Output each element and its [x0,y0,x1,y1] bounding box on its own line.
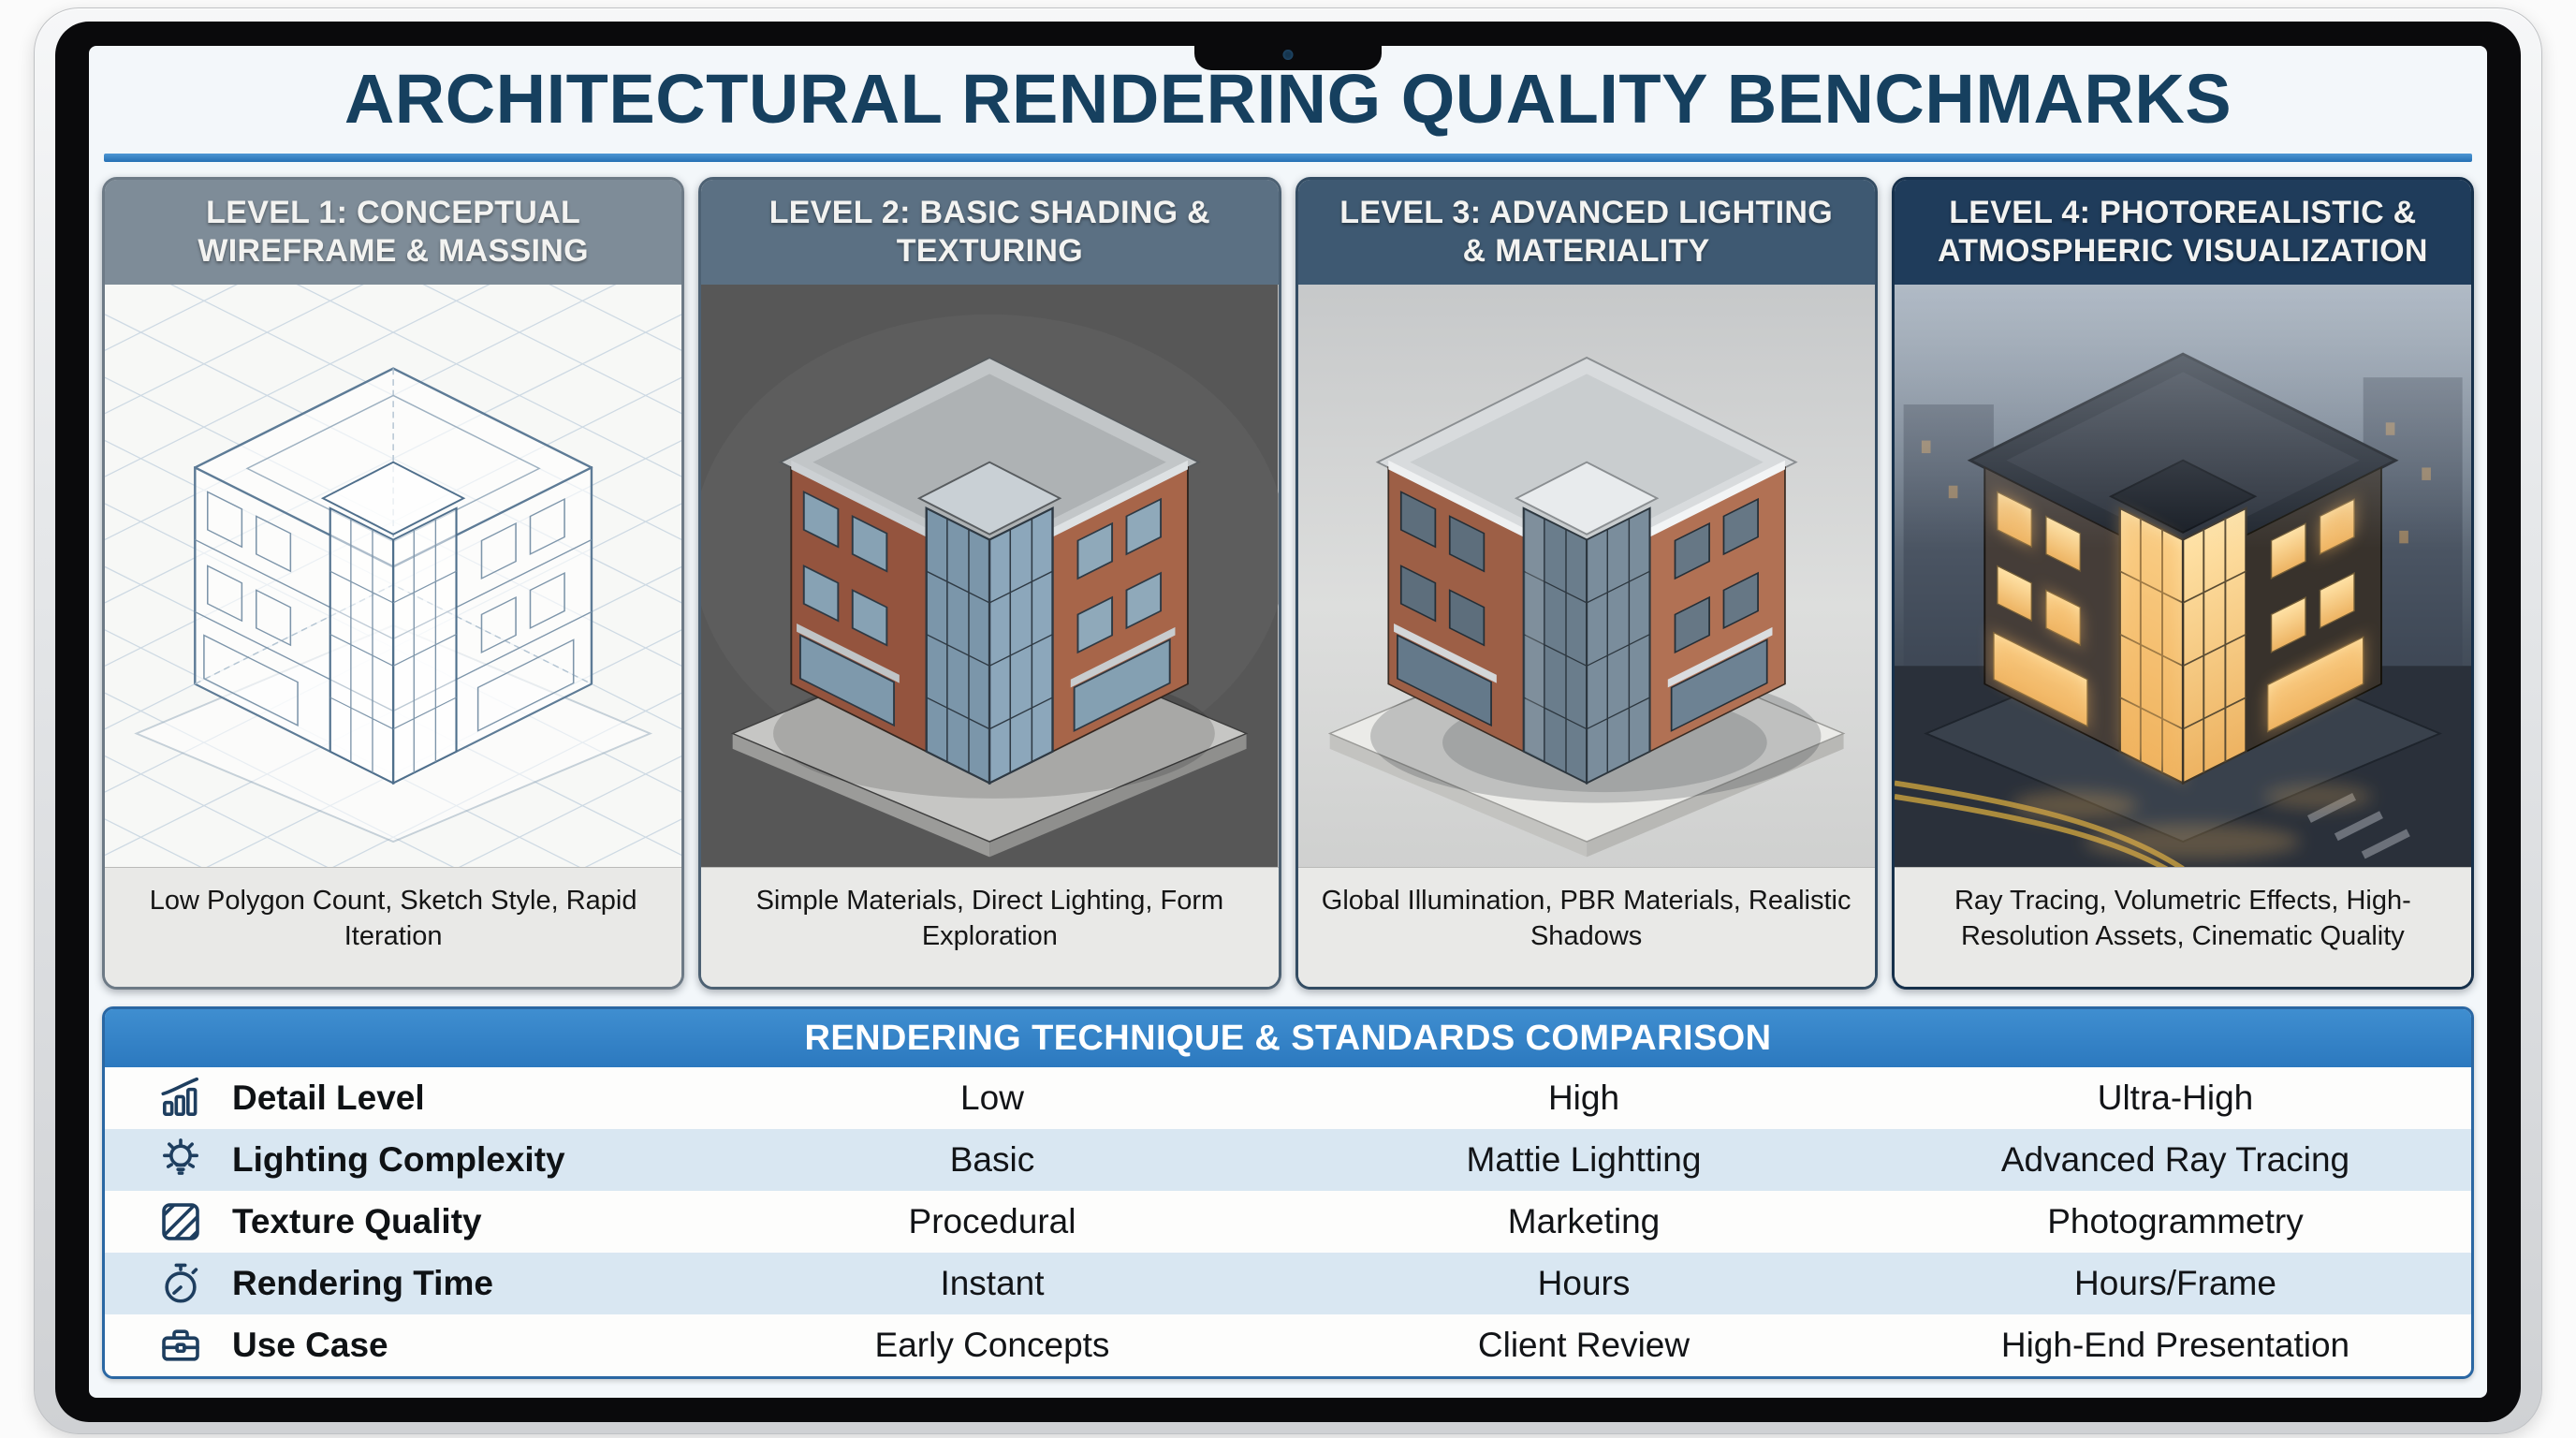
panel-level-1: LEVEL 1: CONCEPTUAL WIREFRAME & MASSING [102,177,685,990]
row-label-cell: Use Case [105,1322,696,1369]
panel-level-2-caption: Simple Materials, Direct Lighting, Form … [701,867,1279,987]
camera-notch [1194,46,1382,70]
texture-swatch-icon [157,1198,204,1245]
row-value-level-3: Client Review [1477,1326,1690,1364]
panel-level-2-header: LEVEL 2: BASIC SHADING & TEXTURING [701,180,1279,285]
comparison-table: RENDERING TECHNIQUE & STANDARDS COMPARIS… [102,1006,2474,1379]
camera-icon [1282,50,1294,60]
panel-level-2: LEVEL 2: BASIC SHADING & TEXTURING [698,177,1281,990]
panel-level-3: LEVEL 3: ADVANCED LIGHTING & MATERIALITY [1295,177,1878,990]
level-panels: LEVEL 1: CONCEPTUAL WIREFRAME & MASSING [102,177,2474,990]
level-2-shaded-illustration [701,285,1279,867]
row-value-level-4: Hours/Frame [2074,1264,2276,1302]
tablet-device-frame: ARCHITECTURAL RENDERING QUALITY BENCHMAR… [34,7,2542,1434]
panel-level-4-header: LEVEL 4: PHOTOREALISTIC & ATMOSPHERIC VI… [1894,180,2471,285]
row-label: Rendering Time [232,1264,493,1302]
table-row-texture-quality: Texture Quality Procedural Marketing Pho… [105,1191,2471,1253]
row-label-cell: Rendering Time [105,1260,696,1307]
table-row-use-case: Use Case Early Concepts Client Review Hi… [105,1314,2471,1376]
lightbulb-icon [157,1137,204,1183]
photorealistic-night-render-icon [1894,285,2471,867]
row-value-level-2: Instant [940,1264,1045,1302]
level-3-lighting-illustration [1297,285,1875,867]
row-value-level-4: Ultra-High [2097,1078,2254,1117]
panel-level-3-caption: Global Illumination, PBR Materials, Real… [1297,867,1875,987]
row-value-level-2: Basic [949,1140,1035,1179]
row-label-cell: Detail Level [105,1075,696,1122]
infographic-content: ARCHITECTURAL RENDERING QUALITY BENCHMAR… [89,46,2487,1398]
row-value-level-3: Marketing [1507,1202,1661,1240]
advanced-lighting-render-icon [1297,285,1875,867]
title-divider [104,154,2472,162]
row-label: Texture Quality [232,1202,482,1240]
row-value-level-4: Photogrammetry [2047,1202,2304,1240]
row-value-level-3: High [1547,1078,1620,1117]
row-value-level-4: High-End Presentation [2000,1326,2350,1364]
row-value-level-3: Hours [1537,1264,1631,1302]
panel-level-4: LEVEL 4: PHOTOREALISTIC & ATMOSPHERIC VI… [1891,177,2474,990]
panel-level-3-header: LEVEL 3: ADVANCED LIGHTING & MATERIALITY [1297,180,1875,285]
row-value-level-4: Advanced Ray Tracing [2000,1140,2350,1179]
row-label: Use Case [232,1326,388,1364]
row-value-level-2: Procedural [908,1202,1076,1240]
table-row-detail-level: Detail Level Low High Ultra-High [105,1067,2471,1129]
table-row-lighting-complexity: Lighting Complexity Basic Mattie Lightti… [105,1129,2471,1191]
device-screen-bezel: ARCHITECTURAL RENDERING QUALITY BENCHMAR… [55,22,2521,1422]
row-label-cell: Texture Quality [105,1198,696,1245]
stopwatch-icon [157,1260,204,1307]
row-label: Detail Level [232,1078,425,1117]
panel-level-1-caption: Low Polygon Count, Sketch Style, Rapid I… [105,867,682,987]
row-value-level-2: Early Concepts [874,1326,1110,1364]
bar-chart-icon [157,1075,204,1122]
row-label-cell: Lighting Complexity [105,1137,696,1183]
panel-level-1-header: LEVEL 1: CONCEPTUAL WIREFRAME & MASSING [105,180,682,285]
row-label: Lighting Complexity [232,1140,565,1179]
level-1-wireframe-illustration [105,285,682,867]
comparison-table-title: RENDERING TECHNIQUE & STANDARDS COMPARIS… [105,1009,2471,1067]
row-value-level-3: Mattie Lightting [1466,1140,1702,1179]
row-value-level-2: Low [960,1078,1024,1117]
wireframe-render-icon [105,285,682,867]
basic-shading-render-icon [701,285,1279,867]
table-row-rendering-time: Rendering Time Instant Hours Hours/Frame [105,1253,2471,1314]
page-title: ARCHITECTURAL RENDERING QUALITY BENCHMAR… [344,60,2232,138]
briefcase-icon [157,1322,204,1369]
level-4-photoreal-illustration [1894,285,2471,867]
panel-level-4-caption: Ray Tracing, Volumetric Effects, High-Re… [1894,867,2471,987]
